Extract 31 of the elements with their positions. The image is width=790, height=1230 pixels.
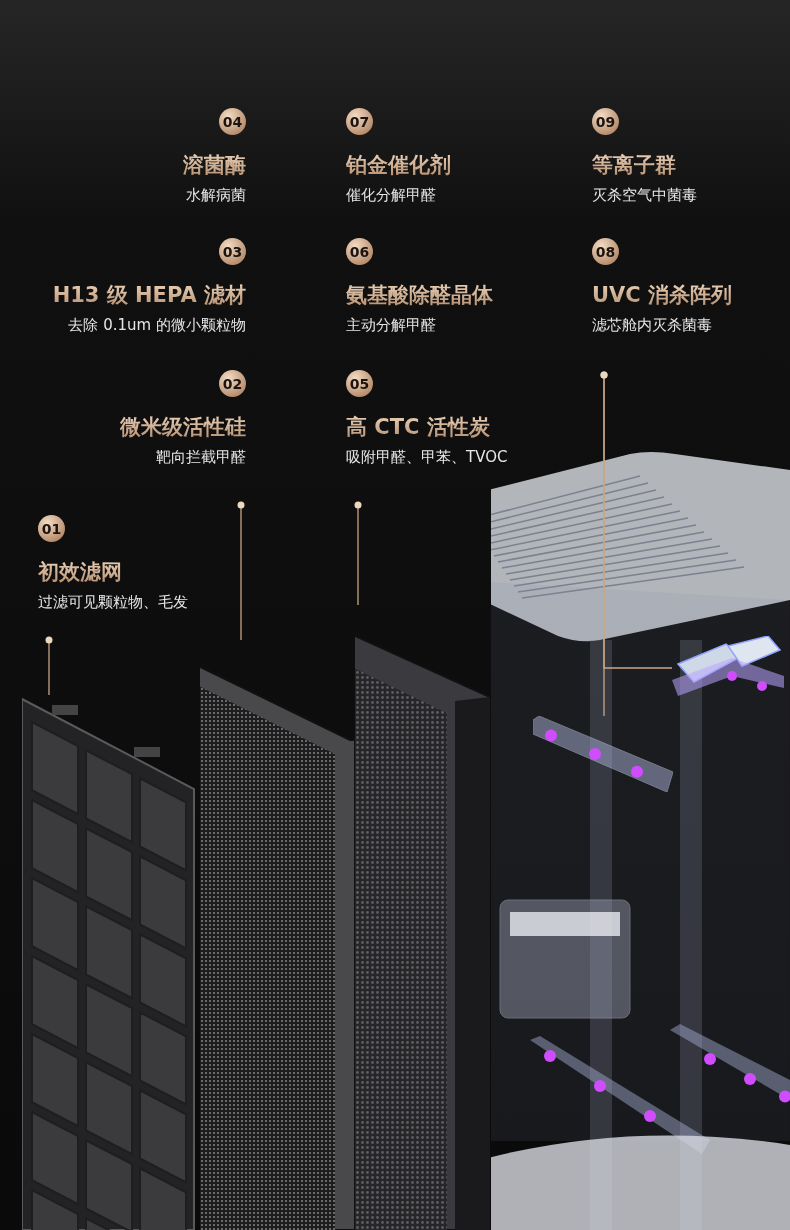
leader-line — [600, 371, 608, 717]
callout-description: 主动分解甲醛 — [346, 316, 436, 335]
number-badge: 02 — [219, 370, 246, 397]
callout-title: 溶菌酶 — [183, 152, 246, 178]
uv-lamp-bar — [533, 716, 673, 792]
number-badge: 05 — [346, 370, 373, 397]
callout-description: 吸附甲醛、甲苯、TVOC — [346, 448, 508, 467]
callout-description: 灭杀空气中菌毒 — [592, 186, 697, 205]
callout-description: 滤芯舱内灭杀菌毒 — [592, 316, 712, 335]
callout-title: 高 CTC 活性炭 — [346, 414, 490, 440]
callout-description: 水解病菌 — [186, 186, 246, 205]
callout-description: 过滤可见颗粒物、毛发 — [38, 593, 188, 612]
number-badge: 03 — [219, 238, 246, 265]
number-badge: 01 — [38, 515, 65, 542]
callout-title: 初效滤网 — [38, 559, 122, 585]
callout-title: 等离子群 — [592, 152, 676, 178]
callout-title: 微米级活性硅 — [120, 414, 246, 440]
number-badge: 04 — [219, 108, 246, 135]
number-badge: 09 — [592, 108, 619, 135]
callout-description: 催化分解甲醛 — [346, 186, 436, 205]
callout-description: 靶向拦截甲醛 — [156, 448, 246, 467]
number-badge: 08 — [592, 238, 619, 265]
callout-title: H13 级 HEPA 滤材 — [52, 282, 246, 308]
number-badge: 07 — [346, 108, 373, 135]
number-badge: 06 — [346, 238, 373, 265]
callout-title: UVC 消杀阵列 — [592, 282, 733, 308]
callout-title: 铂金催化剂 — [346, 152, 451, 178]
callout-title: 氨基酸除醛晶体 — [346, 282, 493, 308]
leader-line — [354, 501, 362, 606]
leader-line — [237, 501, 245, 641]
callout-description: 去除 0.1um 的微小颗粒物 — [68, 316, 246, 335]
